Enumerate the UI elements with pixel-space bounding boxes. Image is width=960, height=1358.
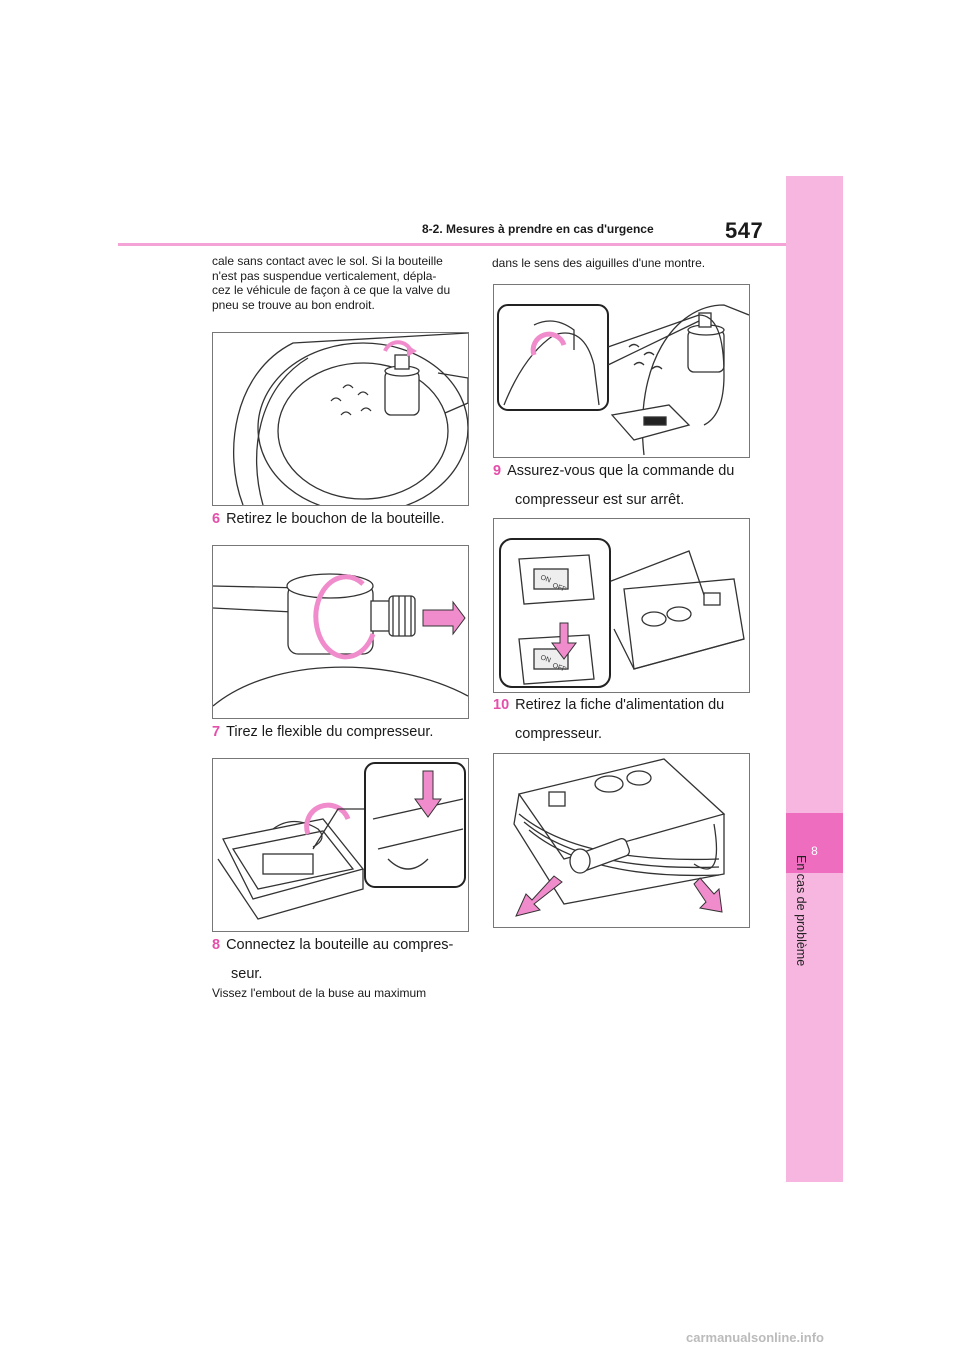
step-number: 8 xyxy=(212,937,221,953)
figure-unplug xyxy=(493,753,750,928)
step-9: 9 Assurez-vous que la commande du compress… xyxy=(493,457,734,515)
chapter-side-tab: 8 xyxy=(786,176,843,1182)
header-rule xyxy=(118,243,786,246)
chapter-title: En cas de problème xyxy=(794,855,808,967)
chapter-number: 8 xyxy=(811,844,818,858)
step-text: Assurez-vous que la commande du xyxy=(507,463,735,479)
step-10: 10 Retirez la fiche d'alimentation du comp… xyxy=(493,691,724,749)
step-text: Retirez la fiche d'alimentation du xyxy=(515,697,725,713)
step-6: 6 Retirez le bouchon de la bouteille. xyxy=(212,505,445,534)
section-title: 8-2. Mesures à prendre en cas d'urgence xyxy=(422,222,654,236)
figure-pull-hose xyxy=(212,758,469,932)
step-number: 7 xyxy=(212,724,221,740)
intro-line: cale sans contact avec le sol. Si la bou… xyxy=(212,254,443,268)
step-number: 6 xyxy=(212,511,221,527)
step-number: 10 xyxy=(493,697,510,713)
figure-switch-off: ON OFF ON OFF xyxy=(493,518,750,693)
step-text: compresseur. xyxy=(515,726,603,742)
switch-off-label: OFF xyxy=(551,582,567,593)
chapter-marker xyxy=(786,813,843,873)
step-8-note: Vissez l'embout de la buse au maximum xyxy=(212,986,427,1000)
intro-line: pneu se trouve au bon endroit. xyxy=(212,297,375,312)
intro-line: n'est pas suspendue verticalement, dépla… xyxy=(212,268,437,283)
watermark: carmanualsonline.info xyxy=(686,1330,824,1345)
intro-line: cez le véhicule de façon à ce que la val… xyxy=(212,283,451,298)
step-text: Retirez le bouchon de la bouteille. xyxy=(226,511,445,527)
switch-on-label: ON xyxy=(539,574,551,584)
step-text: Tirez le flexible du compresseur. xyxy=(226,724,434,740)
switch-on-label: ON xyxy=(539,654,551,664)
page-number: 547 xyxy=(725,218,764,243)
step-text: compresseur est sur arrêt. xyxy=(515,492,685,508)
intro-paragraph: cale sans contact avec le sol. Si la bou… xyxy=(212,254,450,312)
step-8: 8 Connectez la bouteille au compres-seur. xyxy=(212,931,453,989)
step-7: 7 Tirez le flexible du compresseur. xyxy=(212,718,433,747)
figure-remove-cap xyxy=(212,545,469,719)
switch-off-label: OFF xyxy=(551,662,567,673)
step-number: 9 xyxy=(493,463,502,479)
figure-bottle-on-tire xyxy=(212,332,469,506)
step-text: seur. xyxy=(231,966,263,982)
step-text: Connectez la bouteille au compres- xyxy=(226,937,454,953)
figure-connect-hose xyxy=(493,284,750,458)
right-intro: dans le sens des aiguilles d'une montre. xyxy=(492,256,706,270)
